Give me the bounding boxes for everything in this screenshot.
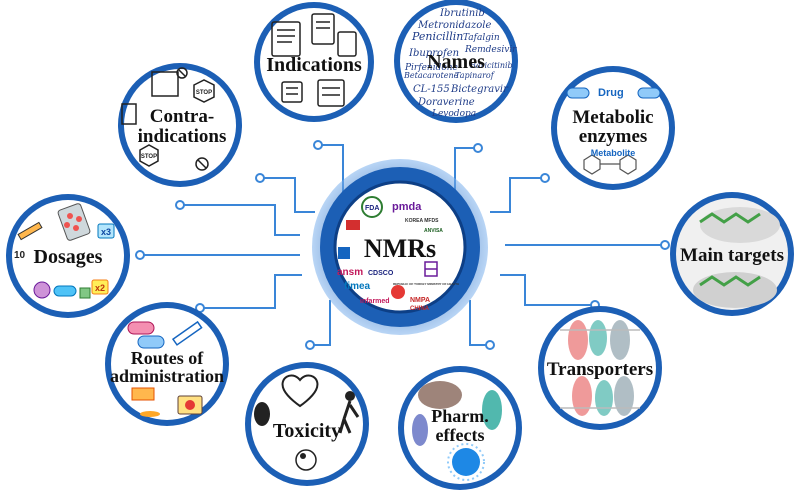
routes-label-line2: administration: [110, 366, 224, 386]
drug-names-cloud: Ibrutinib Metronidazole Penicillin Tafal…: [403, 8, 517, 119]
node-pharm-effects: Pharm. effects: [398, 366, 522, 490]
connector-metabolic: [490, 177, 545, 213]
protein-surface-icon: [693, 207, 780, 308]
node-toxicity: Toxicity: [245, 362, 369, 486]
node-dosages: x3 x2 10 Dosages: [6, 194, 130, 318]
pharm-label-line2: effects: [436, 425, 485, 445]
kidney-icon: [254, 402, 270, 426]
node-main-targets: Main targets: [670, 192, 794, 316]
metabolic-label-line2: enzymes: [579, 126, 648, 147]
node-routes: Routes of administration: [105, 302, 229, 426]
metabolic-label-line1: Metabolic: [572, 107, 653, 128]
forbidden-icon: [121, 67, 209, 171]
routes-label-line1: Routes of: [131, 348, 204, 368]
svg-text:x2: x2: [95, 283, 105, 293]
capsule-icon: [566, 87, 661, 99]
agency-logos: FDA pmda KOREA MFDS ANVISA ansm CDSCO fi…: [337, 196, 459, 312]
svg-text:CHINA: CHINA: [410, 306, 430, 312]
connector-dosages: [180, 204, 300, 236]
svg-text:Metronidazole: Metronidazole: [417, 20, 491, 31]
connector-transporters: [500, 274, 595, 306]
pill-pack-icon: [57, 203, 91, 241]
svg-text:ansm: ansm: [337, 267, 363, 278]
connector-routes: [200, 274, 302, 309]
svg-text:pmda: pmda: [392, 201, 422, 213]
virus-icon: [447, 443, 485, 481]
names-label: Names: [427, 51, 485, 73]
svg-text:NMPA: NMPA: [410, 297, 430, 304]
drug-label: Drug: [598, 87, 624, 99]
svg-text:Betacarotene: Betacarotene: [403, 71, 459, 80]
svg-text:infarmed: infarmed: [360, 298, 390, 305]
svg-text:x3: x3: [101, 227, 111, 237]
dosages-label: Dosages: [34, 246, 103, 268]
svg-text:fimea: fimea: [344, 281, 371, 292]
stop-sign-icon: STOP STOP: [139, 79, 215, 167]
connector-contraindications: [260, 177, 315, 213]
svg-text:Tafalgin: Tafalgin: [463, 33, 500, 43]
svg-text:STOP: STOP: [141, 154, 157, 160]
metabolite-label: Metabolite: [591, 148, 636, 158]
svg-text:STOP: STOP: [196, 90, 212, 96]
svg-text:CDSCO: CDSCO: [368, 270, 394, 277]
node-contraindications: STOP STOP Contra- indications: [118, 63, 242, 187]
molecule-icon: [583, 154, 637, 175]
svg-text:Remdesivir: Remdesivir: [464, 45, 517, 55]
svg-text:Bictegravir: Bictegravir: [450, 84, 509, 95]
svg-text:Ibrutinib: Ibrutinib: [439, 8, 485, 19]
svg-text:Ibuprofen: Ibuprofen: [408, 48, 459, 59]
connectors: [140, 144, 665, 346]
contraindications-label-line2: indications: [138, 126, 227, 147]
first-aid-kit-icon: [177, 395, 203, 415]
svg-text:Baricitinib: Baricitinib: [469, 61, 513, 70]
svg-text:Pirfenidone: Pirfenidone: [404, 63, 458, 73]
node-names: Ibrutinib Metronidazole Penicillin Tafal…: [394, 0, 518, 123]
hub-node: FDA pmda KOREA MFDS ANVISA ansm CDSCO fi…: [312, 159, 488, 335]
elderly-person-icon: [338, 391, 360, 434]
contraindications-label-line1: Contra-: [150, 106, 214, 127]
node-metabolic-enzymes: Drug Metabolite Metabolic enzymes: [551, 66, 675, 190]
connector-indications: [318, 144, 344, 195]
svg-text:REPUBLIC OF TURKEY MINISTRY OF: REPUBLIC OF TURKEY MINISTRY OF HEALTH: [393, 282, 459, 286]
syringe-icon: [171, 320, 203, 346]
node-indications: Indications: [254, 2, 374, 122]
pharm-label-line1: Pharm.: [431, 406, 489, 426]
hub-label: NMRs: [364, 234, 436, 263]
svg-text:KOREA MFDS: KOREA MFDS: [405, 218, 439, 224]
svg-text:Levodopa: Levodopa: [431, 109, 476, 119]
svg-text:Doraverine: Doraverine: [417, 97, 475, 108]
capsules-icon: [127, 321, 165, 349]
svg-text:ANVISA: ANVISA: [424, 228, 443, 234]
fetus-icon: [295, 449, 317, 471]
clipboard-icon: [271, 13, 357, 107]
bacteria-icon: [412, 381, 502, 446]
pills-icon: [33, 281, 91, 299]
node-transporters: Transporters: [538, 306, 662, 430]
svg-text:FDA: FDA: [365, 205, 379, 212]
main-targets-label: Main targets: [680, 245, 784, 266]
svg-text:CL-155: CL-155: [413, 84, 450, 95]
connector-pharm: [469, 300, 490, 346]
dosage-badges: x3 x2 10: [14, 223, 115, 295]
membrane-protein-icon: [560, 320, 640, 416]
toxicity-label: Toxicity: [273, 420, 341, 442]
svg-text:10: 10: [14, 250, 26, 261]
connector-toxicity: [310, 300, 331, 346]
medicine-bottle-icon: [131, 387, 160, 417]
transporters-label: Transporters: [547, 359, 653, 380]
syringe-icon: [17, 221, 43, 241]
indications-label: Indications: [266, 54, 362, 76]
svg-text:Tapinarof: Tapinarof: [455, 71, 496, 80]
svg-text:Penicillin: Penicillin: [411, 30, 463, 43]
heart-icon: [281, 374, 319, 408]
